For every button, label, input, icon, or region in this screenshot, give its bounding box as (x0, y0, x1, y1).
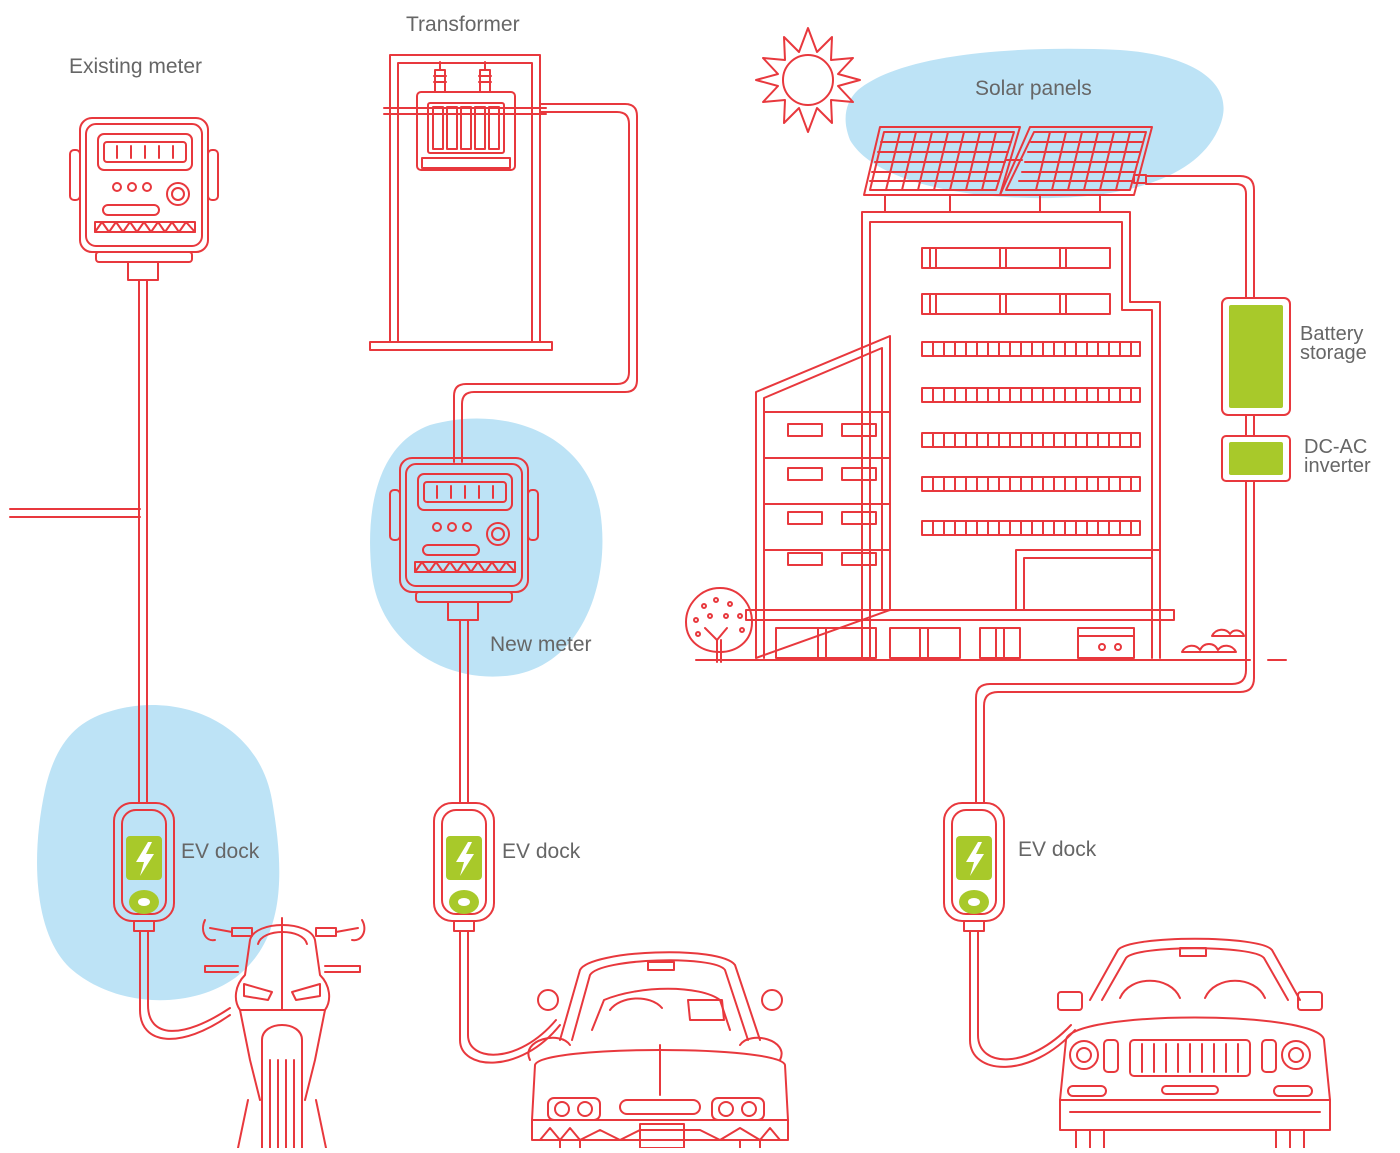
sun-icon (756, 28, 860, 132)
tree-icon (686, 588, 752, 662)
dc-ac-inverter (1222, 436, 1290, 481)
grid-feed-line (10, 509, 140, 517)
window-ticks (933, 342, 1131, 535)
battery-storage-label: Battery storage (1300, 325, 1367, 363)
transformer (370, 55, 552, 350)
ev-dock-label-3: EV dock (1018, 838, 1096, 861)
ev-dock-unit-3 (944, 803, 1004, 931)
existing-meter-label: Existing meter (69, 55, 202, 78)
car-right (1058, 939, 1330, 1148)
ev-dock-label-1: EV dock (181, 840, 259, 863)
dc-ac-inverter-label: DC-AC inverter (1304, 438, 1371, 476)
ev-dock-unit-2 (434, 803, 494, 931)
grass-icon (1182, 630, 1244, 652)
solar-panels-label: Solar panels (975, 77, 1092, 100)
building (696, 212, 1286, 660)
battery-storage-label-line2: storage (1300, 344, 1367, 363)
transformer-label: Transformer (406, 13, 520, 36)
solar-battery-cable (976, 176, 1254, 802)
new-meter-label: New meter (490, 633, 592, 656)
existing-meter (70, 118, 218, 280)
dc-ac-inverter-label-line2: inverter (1304, 457, 1371, 476)
car-middle (528, 952, 788, 1148)
battery-storage (1222, 298, 1290, 415)
ev-dock-label-2: EV dock (502, 840, 580, 863)
